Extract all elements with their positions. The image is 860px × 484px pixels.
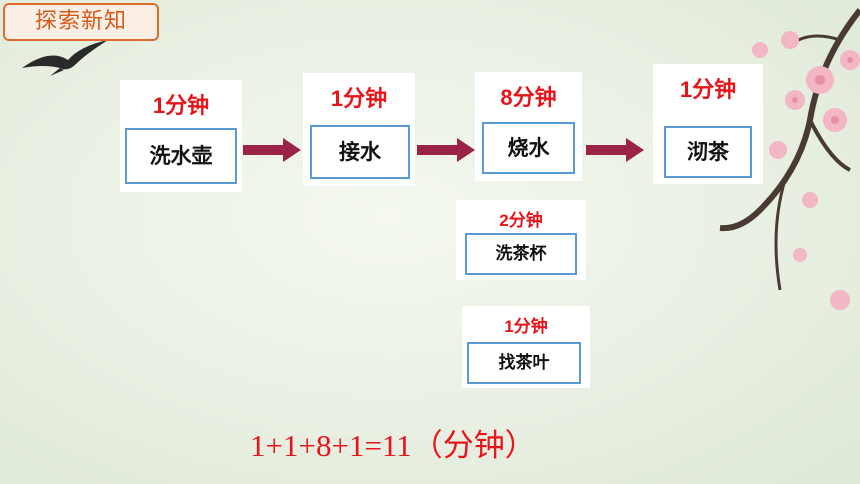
step-time: 1分钟	[330, 86, 388, 111]
step-card-wash-kettle: 1分钟 洗水壶	[120, 80, 242, 192]
step-card-brew-tea: 1分钟 沏茶	[653, 64, 763, 184]
step-card-fetch-water: 1分钟 接水	[303, 73, 415, 186]
total-time-formula: 1+1+8+1=11（分钟）	[250, 428, 536, 463]
right-arrow-icon	[586, 138, 644, 162]
parallel-card-wash-cups: 2分钟 洗茶杯	[456, 200, 586, 280]
parallel-card-find-tea: 1分钟 找茶叶	[462, 306, 590, 388]
cherry-blossom-branch-icon	[719, 8, 860, 310]
step-time: 1分钟	[679, 77, 737, 102]
section-tag: 探索新知	[3, 3, 159, 41]
step-time: 1分钟	[152, 93, 210, 118]
swallow-bird-icon	[22, 40, 108, 76]
step-task: 洗茶杯	[465, 233, 577, 275]
step-card-boil-water: 8分钟 烧水	[475, 72, 582, 181]
step-time: 1分钟	[504, 317, 548, 336]
step-time: 8分钟	[500, 85, 557, 110]
step-task: 沏茶	[664, 126, 752, 178]
step-task: 接水	[310, 125, 410, 179]
right-arrow-icon	[417, 138, 475, 162]
step-task: 洗水壶	[125, 128, 237, 184]
right-arrow-icon	[243, 138, 301, 162]
step-time: 2分钟	[499, 211, 543, 230]
step-task: 找茶叶	[467, 342, 581, 384]
step-task: 烧水	[482, 122, 575, 174]
